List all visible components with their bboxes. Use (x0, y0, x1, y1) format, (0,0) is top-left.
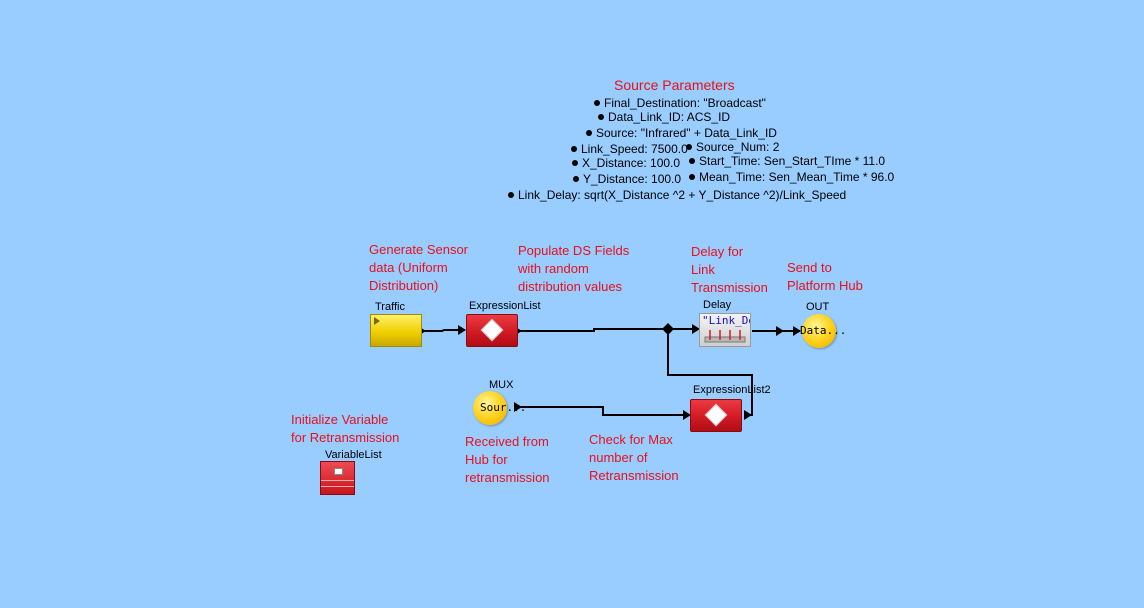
note-populate-ds-fields: Populate DS Fields with random distribut… (518, 243, 630, 294)
out-label: OUT (806, 301, 830, 313)
bullet-icon (686, 144, 692, 150)
out-port-text: Data... (800, 324, 847, 337)
traffic-label: Traffic (375, 301, 405, 313)
note-generate-sensor-data: Generate Sensor data (Uniform Distributi… (369, 242, 469, 293)
wire-junction-diamond (662, 323, 674, 335)
param-source-num: Source_Num: 2 (686, 140, 779, 154)
param-start-time: Start_Time: Sen_Start_TIme * 11.0 (689, 154, 885, 168)
traffic-block[interactable] (370, 314, 422, 347)
note-initialize-variable: Initialize Variable for Retransmission (291, 412, 400, 445)
bullet-icon (594, 100, 600, 106)
bullet-icon (572, 160, 578, 166)
delay-timer-icon (704, 330, 746, 343)
param-link-speed: Link_Speed: 7500.0 (571, 142, 688, 156)
bullet-icon (573, 176, 579, 182)
note-delay-link-transmission: Delay for Link Transmission (691, 244, 768, 295)
decision-diamond-icon (704, 403, 728, 427)
arrow-delay-out (776, 326, 784, 336)
decision-diamond-icon (480, 318, 504, 342)
param-link-delay: Link_Delay: sqrt(X_Distance ^2 + Y_Dista… (508, 188, 846, 202)
expression-list-label: ExpressionList (469, 300, 541, 312)
bullet-icon (571, 146, 577, 152)
arrow-expr2-in (683, 410, 691, 420)
bullet-icon (508, 192, 514, 198)
note-check-max-retransmission: Check for Max number of Retransmission (589, 432, 679, 483)
note-received-from-hub: Received from Hub for retransmission (465, 434, 550, 485)
bullet-icon (689, 174, 695, 180)
param-y-distance: Y_Distance: 100.0 (573, 172, 681, 186)
bullet-icon (598, 114, 604, 120)
arrow-delay-in (692, 324, 700, 334)
out-port-block[interactable] (802, 314, 836, 348)
arrow-expr1-in (458, 325, 466, 335)
param-mean-time: Mean_Time: Sen_Mean_Time * 96.0 (689, 170, 894, 184)
note-send-to-platform-hub: Send to Platform Hub (787, 260, 863, 293)
mux-text: Sour... (480, 401, 527, 414)
expression-list2-block[interactable] (690, 399, 742, 432)
delay-expression-text: "Link_Del... (702, 314, 750, 327)
expression-list2-label: ExpressionList2 (693, 384, 771, 396)
bullet-icon (689, 158, 695, 164)
arrow-expr2-loop (744, 410, 752, 420)
list-icon (334, 468, 343, 475)
arrow-mux-out (514, 402, 522, 412)
source-parameters-title: Source Parameters (614, 77, 735, 93)
param-final-destination: Final_Destination: "Broadcast" (594, 96, 766, 110)
variable-list-block[interactable] (320, 461, 355, 495)
bullet-icon (586, 130, 592, 136)
wire-expr1-to-delay (520, 328, 698, 332)
param-data-link-id: Data_Link_ID: ACS_ID (598, 110, 730, 124)
param-source: Source: "Infrared" + Data_Link_ID (586, 126, 777, 140)
mux-label: MUX (489, 379, 514, 391)
play-icon (374, 317, 380, 325)
wire-traffic-to-expr1 (422, 329, 464, 332)
mux-block[interactable] (473, 391, 507, 425)
wire-mux-to-expr2 (520, 406, 689, 416)
delay-block[interactable]: "Link_Del... (699, 313, 751, 347)
expression-list-block[interactable] (466, 314, 518, 347)
param-x-distance: X_Distance: 100.0 (572, 156, 680, 170)
variable-list-label: VariableList (325, 449, 382, 461)
arrow-out-in (793, 326, 801, 336)
delay-label: Delay (703, 299, 732, 311)
